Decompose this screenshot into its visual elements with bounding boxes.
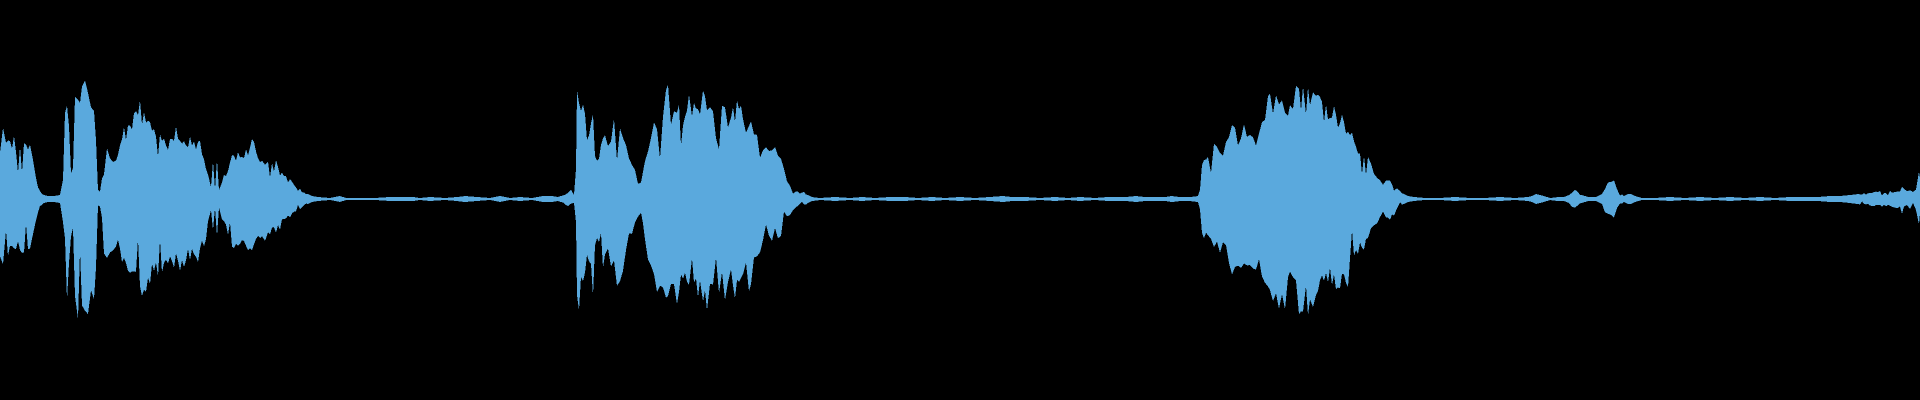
waveform-shape bbox=[0, 80, 1920, 320]
